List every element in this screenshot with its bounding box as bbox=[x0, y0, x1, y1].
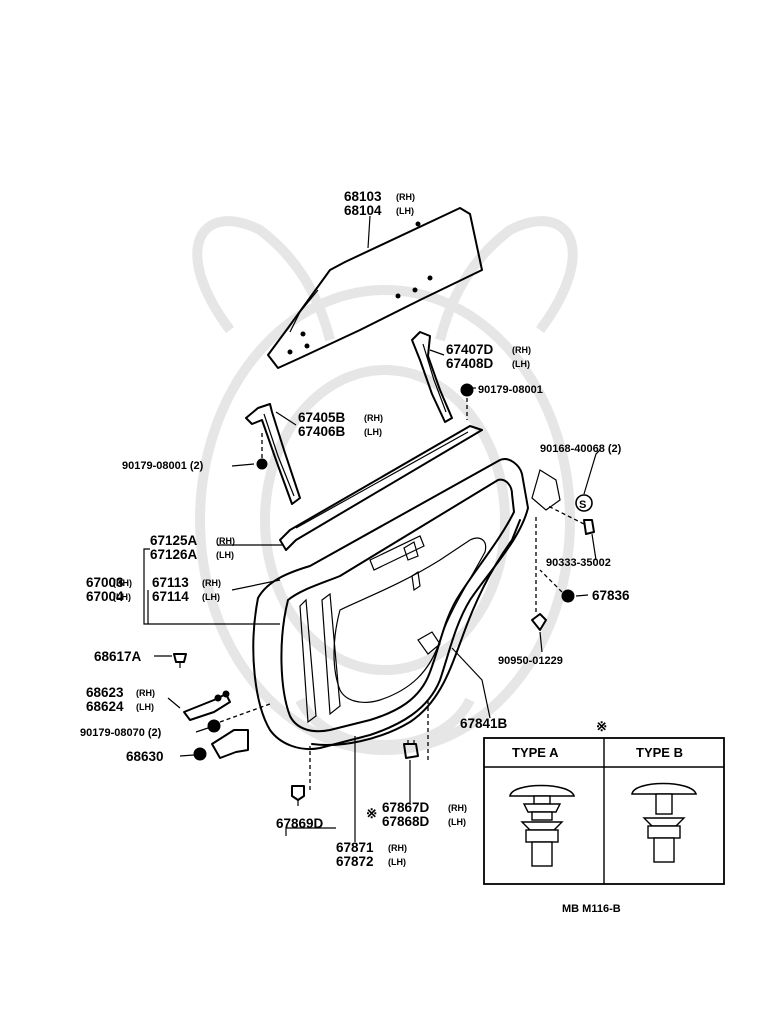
label-panel-rh: 67113 bbox=[152, 575, 189, 590]
label-belt-rh: 67125A bbox=[150, 533, 198, 548]
callout-glass: 68103 (RH) 68104 (LH) bbox=[344, 189, 415, 218]
label-bolt-check: 90179-08070 (2) bbox=[80, 727, 162, 739]
label-panel-rh-side: (RH) bbox=[202, 578, 221, 588]
label-bolt-front: 90179-08001 (2) bbox=[122, 460, 204, 472]
label-wstrip-lh: 67872 bbox=[336, 854, 374, 869]
label-wclip-rh: 67867D bbox=[382, 800, 430, 815]
svg-text:S: S bbox=[579, 499, 586, 511]
label-front-channel-rh: 67405B bbox=[298, 410, 346, 425]
belt-moulding bbox=[279, 425, 483, 551]
check-bolt-part bbox=[207, 703, 271, 733]
label-front-channel-rh-side: (RH) bbox=[364, 413, 383, 423]
label-wclip-lh-side: (LH) bbox=[448, 817, 466, 827]
label-rear-channel-lh-side: (LH) bbox=[512, 359, 530, 369]
callout-belt-moulding: 67125A (RH) 67126A (LH) bbox=[150, 533, 235, 562]
label-panel-lh: 67114 bbox=[152, 589, 189, 604]
label-belt-lh: 67126A bbox=[150, 547, 198, 562]
label-glass-lh-side: (LH) bbox=[396, 206, 414, 216]
door-weatherstrip-outline bbox=[311, 519, 521, 747]
label-glass-rh-side: (RH) bbox=[396, 192, 415, 202]
label-grommet: 90950-01229 bbox=[498, 655, 563, 667]
label-panel-lh-side: (LH) bbox=[202, 592, 220, 602]
stopper-pin-part bbox=[173, 653, 187, 668]
bumper-part bbox=[539, 569, 575, 603]
label-wclip-lh: 67868D bbox=[382, 814, 430, 829]
label-door-lh: 67004 bbox=[86, 589, 124, 604]
label-hinge-bolt: 68630 bbox=[126, 749, 164, 764]
callout-weatherstrip-clip: ※ 67867D (RH) 67868D (LH) bbox=[366, 800, 467, 829]
label-check-rh: 68623 bbox=[86, 685, 124, 700]
legend-type-a: TYPE A bbox=[512, 745, 559, 760]
label-check-rh-side: (RH) bbox=[136, 688, 155, 698]
label-belt-rh-side: (RH) bbox=[216, 536, 235, 546]
leader-lines bbox=[143, 215, 601, 842]
type-a-clip-icon bbox=[509, 784, 576, 867]
door-glass bbox=[267, 207, 483, 369]
label-check-lh-side: (LH) bbox=[136, 702, 154, 712]
label-stopper-pin: 68617A bbox=[94, 649, 142, 664]
rear-run-channel bbox=[411, 331, 453, 423]
label-glass-lh: 68104 bbox=[344, 203, 382, 218]
label-front-channel-lh-side: (LH) bbox=[364, 427, 382, 437]
front-run-channel bbox=[245, 403, 301, 505]
callout-weatherstrip: 67871 (RH) 67872 (LH) bbox=[336, 840, 407, 869]
bolt-front bbox=[256, 432, 268, 470]
label-door-rh: 67003 bbox=[86, 575, 124, 590]
label-rear-channel-rh: 67407D bbox=[446, 342, 494, 357]
label-rear-channel-lh: 67408D bbox=[446, 356, 494, 371]
bolt-upper bbox=[460, 383, 474, 420]
label-wstrip-lh-side: (LH) bbox=[388, 857, 406, 867]
watermark bbox=[192, 216, 578, 755]
clip-type-legend: ※ TYPE A TYPE B bbox=[483, 719, 725, 885]
label-weatherstrip: 67841B bbox=[460, 716, 508, 731]
label-wstrip-rh-side: (RH) bbox=[388, 843, 407, 853]
callout-rear-channel: 67407D (RH) 67408D (LH) bbox=[446, 342, 531, 371]
label-wclip-mark: ※ bbox=[366, 806, 377, 821]
label-wclip-rh-side: (RH) bbox=[448, 803, 467, 813]
type-b-clip-icon bbox=[631, 782, 698, 863]
label-bolt-upper: 90179-08001 bbox=[478, 384, 543, 396]
label-rear-channel-rh-side: (RH) bbox=[512, 345, 531, 355]
hinge-screw: S bbox=[575, 494, 593, 512]
grommet-part bbox=[531, 516, 547, 631]
door-check-part bbox=[183, 690, 231, 721]
label-glass-rh: 68103 bbox=[344, 189, 382, 204]
hinge-part bbox=[193, 729, 249, 761]
label-clip-rear: 90333-35002 bbox=[546, 557, 611, 569]
label-wstrip-rh: 67871 bbox=[336, 840, 374, 855]
door-shell bbox=[252, 458, 561, 750]
label-front-channel-lh: 67406B bbox=[298, 424, 346, 439]
lower-clip-part bbox=[291, 746, 311, 801]
callout-door-panel: 67003 (RH) 67004 (LH) 67113 (RH) 67114 (… bbox=[86, 575, 221, 604]
legend-type-b: TYPE B bbox=[636, 745, 683, 760]
callout-door-check: 68623 (RH) 68624 (LH) bbox=[86, 685, 155, 714]
callout-front-channel: 67405B (RH) 67406B (LH) bbox=[298, 410, 383, 439]
label-screw-hinge: 90168-40068 (2) bbox=[540, 443, 622, 455]
rear-clip bbox=[547, 505, 595, 535]
diagram-code: MB M116-B bbox=[562, 903, 621, 915]
label-check-lh: 68624 bbox=[86, 699, 124, 714]
label-door-rh-side: (RH) bbox=[113, 578, 132, 588]
label-belt-lh-side: (LH) bbox=[216, 550, 234, 560]
legend-mark: ※ bbox=[596, 719, 607, 734]
weatherstrip-clip-part bbox=[403, 700, 429, 760]
label-door-lh-side: (LH) bbox=[113, 592, 131, 602]
label-bumper: 67836 bbox=[592, 588, 630, 603]
label-clip-lower: 67869D bbox=[276, 816, 324, 831]
